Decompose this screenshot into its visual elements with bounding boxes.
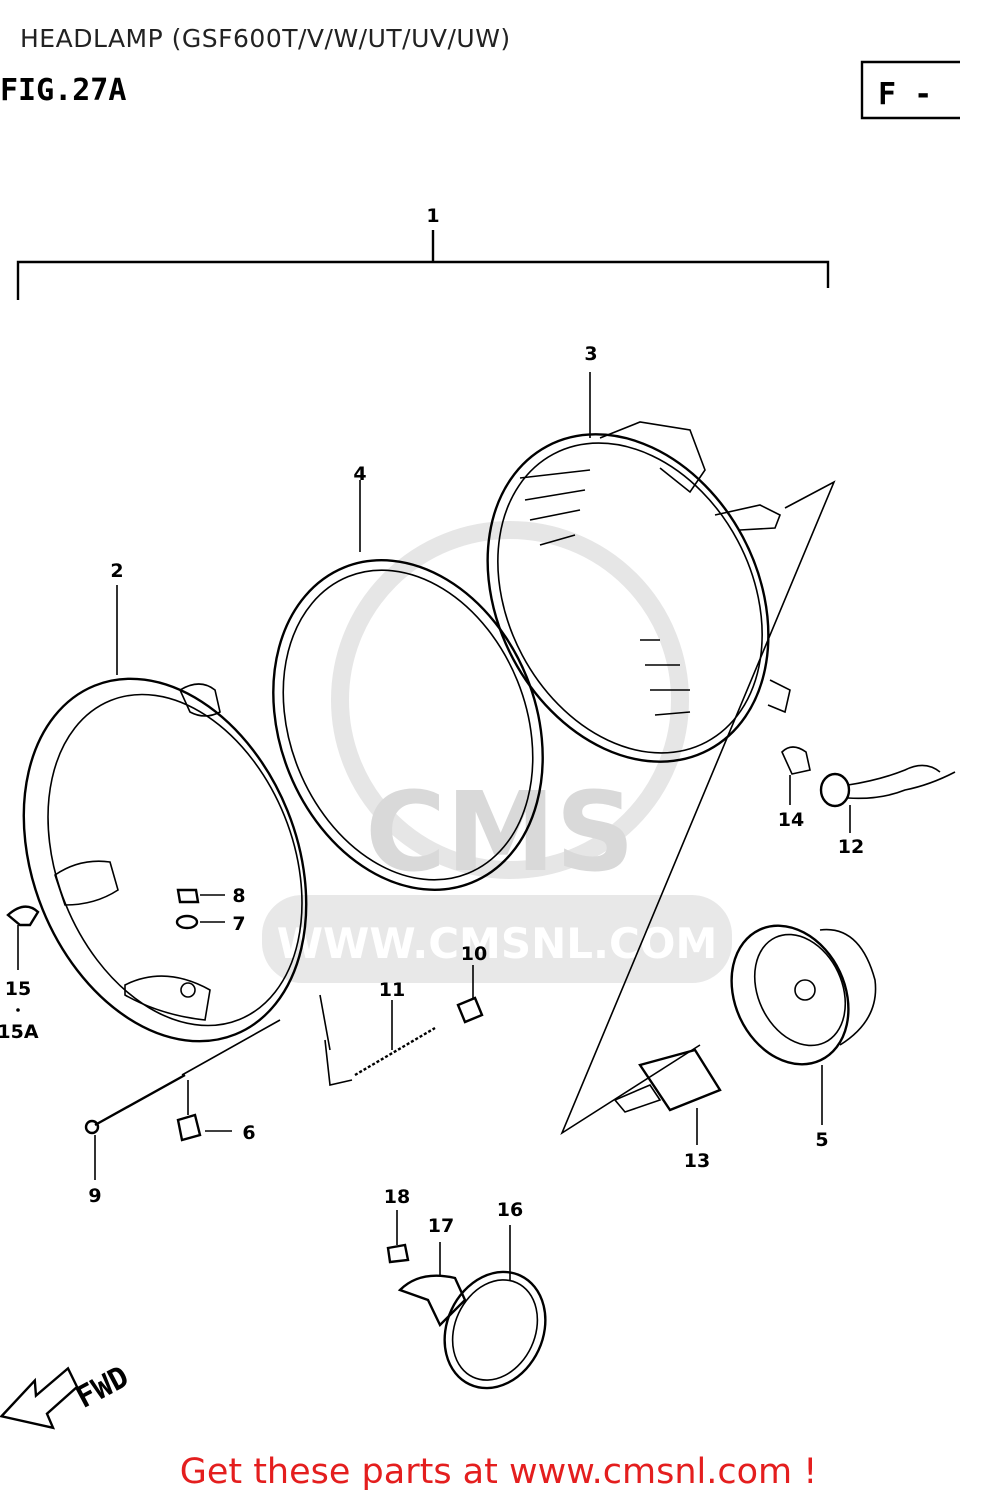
callout-11: 11 bbox=[379, 979, 405, 1001]
part-headlamp-unit bbox=[486, 372, 836, 1136]
callout-7: 7 bbox=[232, 913, 245, 935]
part-spring bbox=[319, 994, 436, 1086]
part-adjusting-screw bbox=[84, 1019, 281, 1180]
watermark-url: WWW.CMSNL.COM bbox=[277, 919, 718, 968]
watermark: CMS WWW.CMSNL.COM bbox=[262, 521, 732, 983]
fwd-label: FWD bbox=[70, 1359, 134, 1415]
callout-15: 15 bbox=[5, 978, 31, 1000]
callouts: 1 2 3 4 5 6 7 8 9 10 11 12 13 14 15 15A … bbox=[0, 205, 864, 1237]
forward-direction-arrow: FWD bbox=[0, 1359, 135, 1430]
callout-3: 3 bbox=[584, 343, 597, 365]
section-code-box: F - bbox=[860, 60, 960, 120]
watermark-logo: CMS bbox=[365, 768, 634, 896]
callout-5: 5 bbox=[815, 1129, 828, 1151]
part-headlamp-rim bbox=[22, 585, 308, 1043]
callout-13: 13 bbox=[684, 1150, 710, 1172]
part-spring-nut bbox=[456, 965, 484, 1024]
callout-16: 16 bbox=[497, 1199, 523, 1221]
page-title: HEADLAMP (GSF600T/V/W/UT/UV/UW) bbox=[20, 24, 511, 53]
part-nut-8 bbox=[176, 888, 225, 904]
callout-18: 18 bbox=[384, 1186, 410, 1208]
part-screw-6 bbox=[176, 1080, 232, 1142]
callout-4: 4 bbox=[353, 463, 366, 485]
assembly-bracket bbox=[16, 230, 830, 300]
callout-2: 2 bbox=[110, 560, 123, 582]
callout-6: 6 bbox=[242, 1122, 255, 1144]
callout-9: 9 bbox=[88, 1185, 101, 1207]
callout-15a: 15A bbox=[0, 1021, 39, 1043]
part-headlamp-bulb bbox=[613, 1048, 722, 1145]
part-lamp-bracket bbox=[397, 1242, 467, 1328]
callout-8: 8 bbox=[232, 885, 245, 907]
part-rim-seal bbox=[272, 480, 544, 891]
part-headlamp-socket-cover bbox=[730, 924, 877, 1125]
part-bulb-socket bbox=[819, 764, 956, 833]
part-position-bulb bbox=[781, 746, 811, 805]
figure-number: FIG.27A bbox=[0, 73, 126, 108]
part-position-lamp bbox=[443, 1225, 547, 1390]
callout-12: 12 bbox=[838, 836, 864, 858]
callout-1: 1 bbox=[426, 205, 439, 227]
callout-17: 17 bbox=[428, 1215, 454, 1237]
section-code: F - bbox=[878, 77, 932, 112]
callout-14: 14 bbox=[778, 809, 804, 831]
part-washer-7 bbox=[175, 914, 225, 930]
part-cushion-15 bbox=[6, 905, 40, 970]
get-parts-link[interactable]: Get these parts at www.cmsnl.com ! bbox=[179, 1452, 818, 1492]
part-nut-18 bbox=[386, 1210, 410, 1264]
callout-10: 10 bbox=[461, 943, 487, 965]
